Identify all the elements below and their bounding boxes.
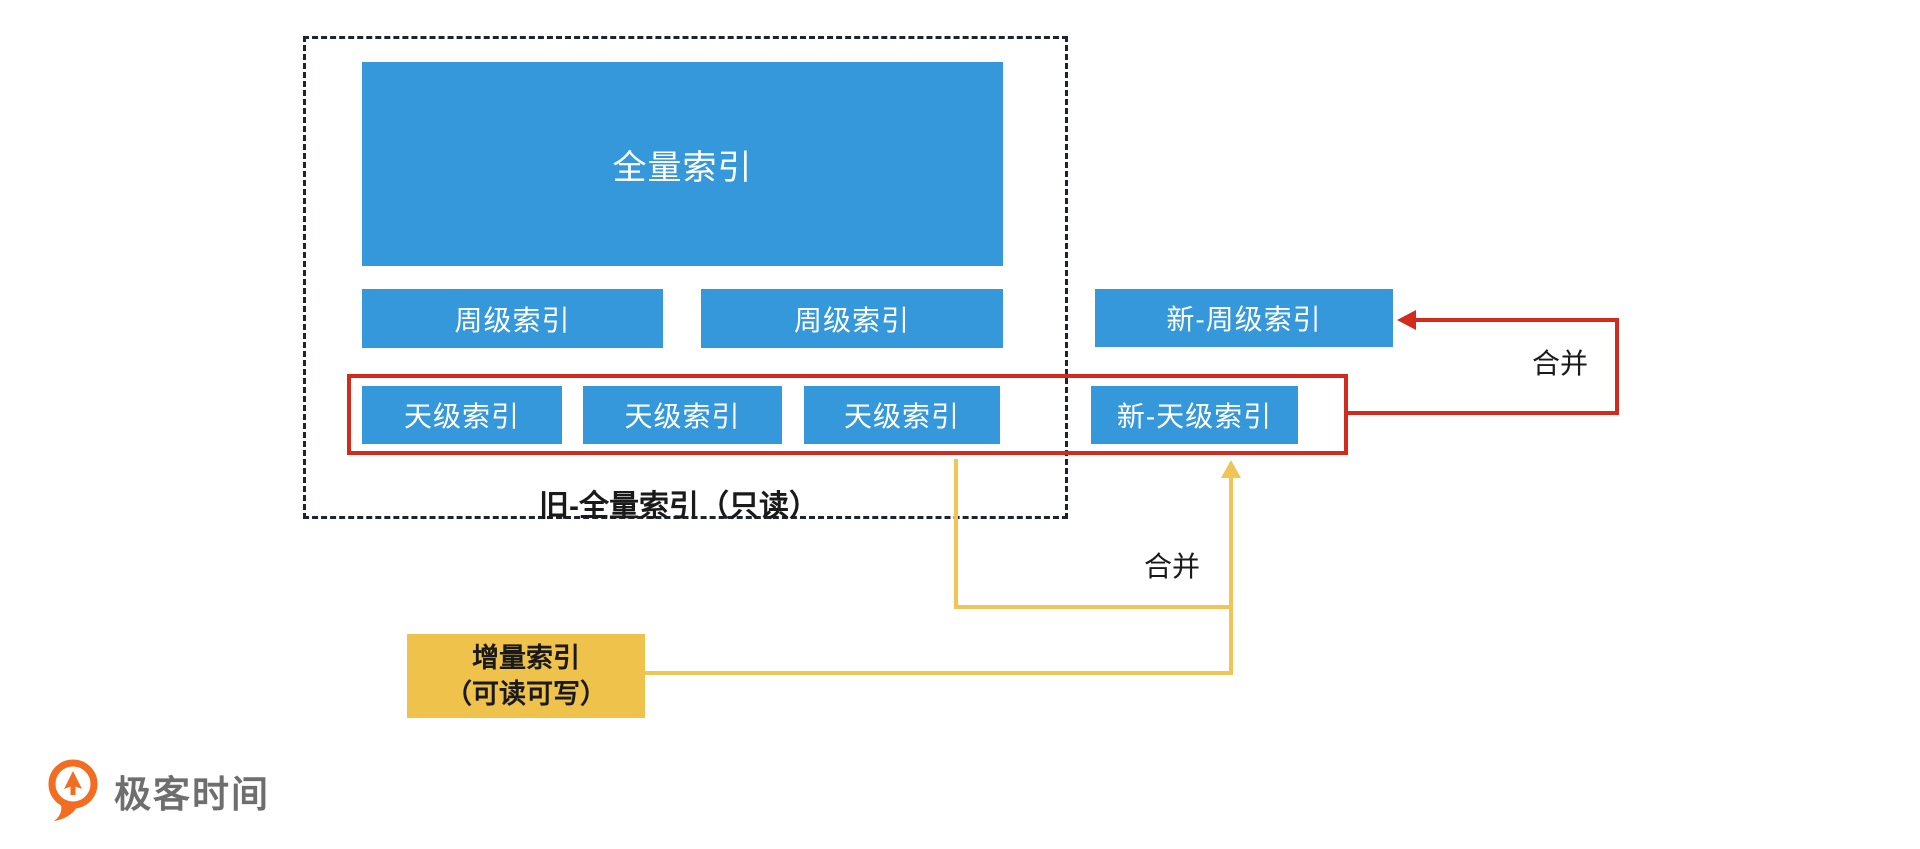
day-index-box-3: 天级索引 xyxy=(804,386,1000,444)
day-index-label-3: 天级索引 xyxy=(843,401,960,432)
merge-highlight-rect xyxy=(347,374,1348,455)
day-index-label-1: 天级索引 xyxy=(403,401,520,432)
red-merge-arrowhead-icon xyxy=(1397,310,1416,330)
week-index-box-2: 周级索引 xyxy=(701,289,1003,348)
old-full-index-group-box xyxy=(303,36,1068,519)
yellow-merge-arrowhead-icon xyxy=(1221,460,1241,478)
full-index-label: 全量索引 xyxy=(612,148,753,187)
merge-label-yellow: 合并 xyxy=(1143,551,1200,582)
week-index-label-2: 周级索引 xyxy=(793,304,910,336)
new-day-index-box: 新-天级索引 xyxy=(1091,386,1298,444)
geektime-logo: 极客时间 xyxy=(46,758,270,824)
geektime-logo-text: 极客时间 xyxy=(114,774,270,815)
day-index-box-2: 天级索引 xyxy=(583,386,782,444)
full-index-box: 全量索引 xyxy=(362,62,1003,266)
week-index-box-1: 周级索引 xyxy=(362,289,663,348)
new-day-index-label: 新-天级索引 xyxy=(1116,401,1273,432)
new-week-index-label: 新-周级索引 xyxy=(1166,304,1322,335)
new-week-index-box: 新-周级索引 xyxy=(1095,289,1393,347)
day-index-box-1: 天级索引 xyxy=(362,386,562,444)
incremental-index-box: 增量索引 （可读可写） xyxy=(407,634,645,718)
day-index-label-2: 天级索引 xyxy=(624,401,741,432)
incremental-index-label-line1: 增量索引 xyxy=(472,643,580,673)
week-index-label-1: 周级索引 xyxy=(454,304,571,336)
merge-label-red: 合并 xyxy=(1531,348,1588,379)
geektime-icon xyxy=(48,759,98,821)
incremental-index-label-line2: （可读可写） xyxy=(445,679,607,709)
old-full-index-label: 旧-全量索引（只读） xyxy=(539,490,819,523)
